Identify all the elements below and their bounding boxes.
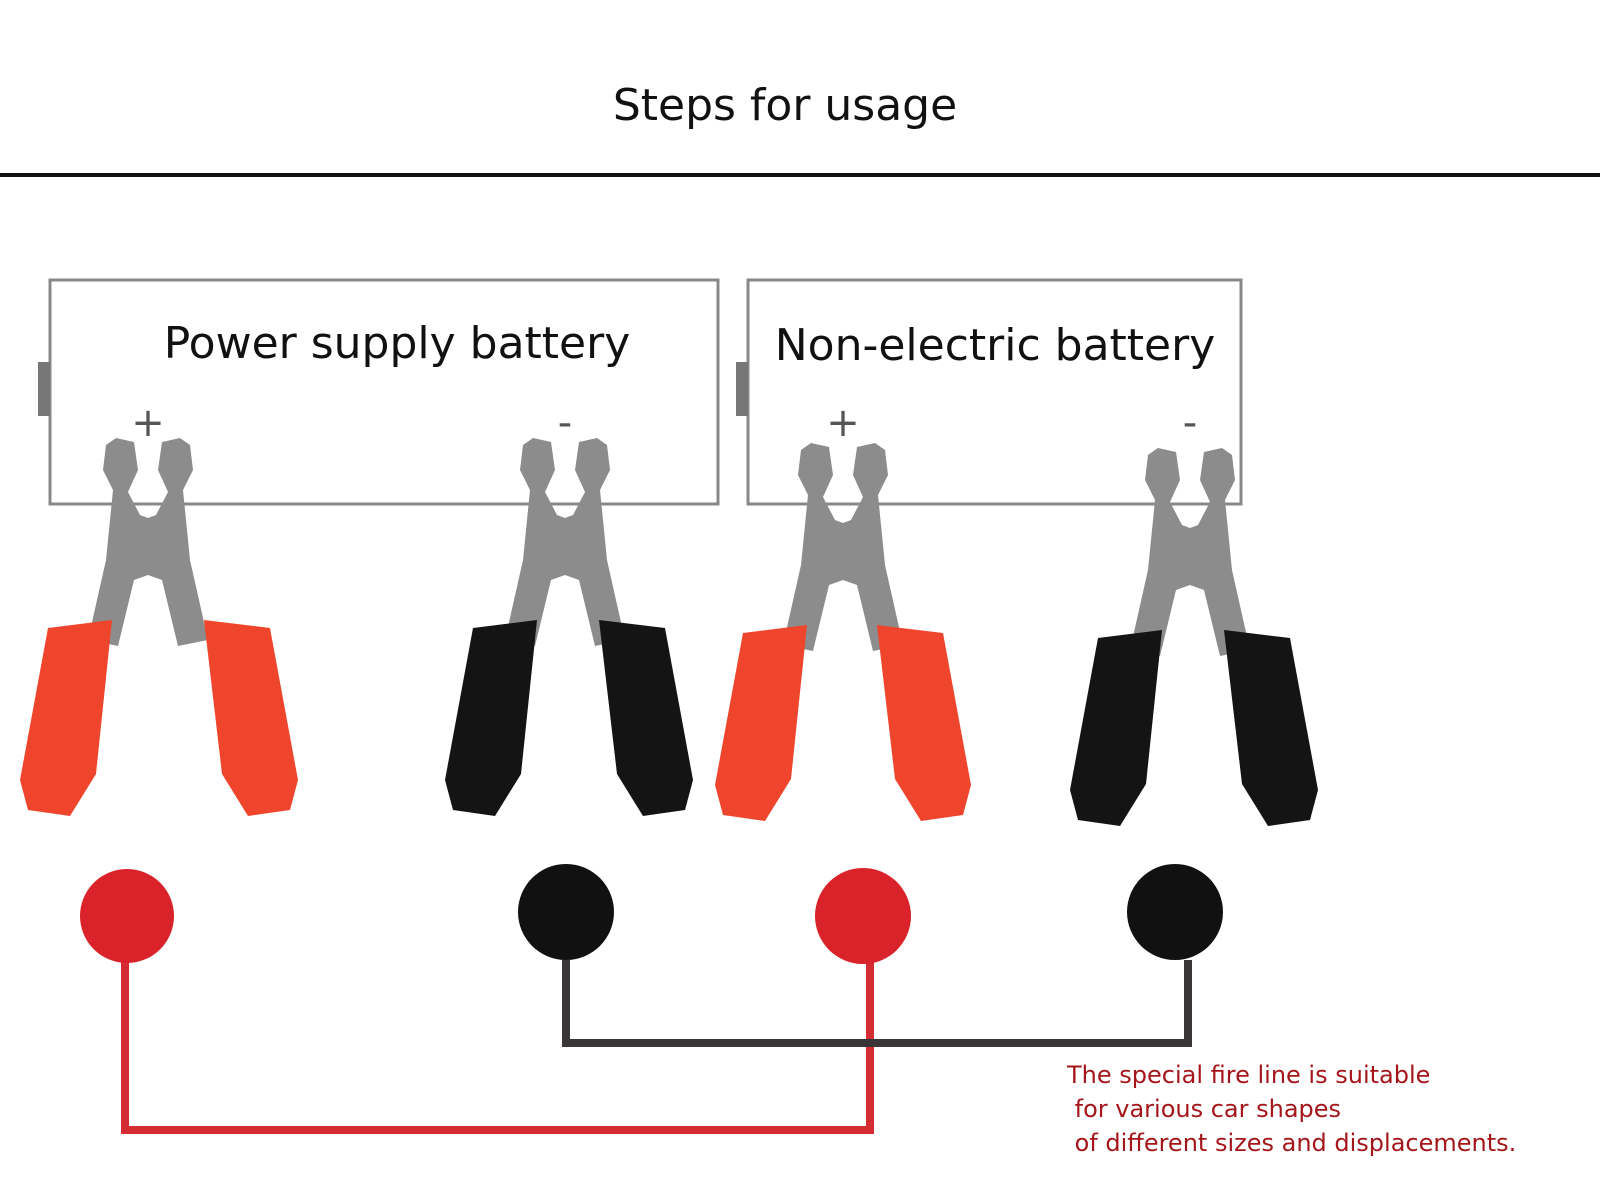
note-line-3: of different sizes and displacements.: [1067, 1129, 1517, 1157]
clamp-handle: [1070, 630, 1162, 826]
note-line-2: for various car shapes: [1067, 1095, 1342, 1123]
clamp-handle: [715, 625, 807, 821]
terminal-positive-non-electric: +: [826, 400, 860, 446]
clamp-handle: [20, 620, 112, 816]
clamp-handle: [877, 625, 971, 821]
connector-positive-1: [80, 869, 174, 963]
note-text: The special fire line is suitable for va…: [1067, 1058, 1516, 1160]
clamp-handle: [599, 620, 693, 816]
clamp-negative-power-supply: [445, 438, 693, 816]
terminal-positive-power-supply: +: [131, 400, 165, 446]
clamp-positive-non-electric: [715, 443, 971, 821]
connector-negative-2: [1127, 864, 1223, 960]
clamp-negative-non-electric: [1070, 448, 1318, 826]
battery-label-non-electric: Non-electric battery: [775, 320, 1216, 371]
clamp-handle: [204, 620, 298, 816]
battery-label-power-supply: Power supply battery: [164, 318, 631, 369]
clamp-handle: [1224, 630, 1318, 826]
wire-negative: [562, 960, 1192, 1047]
clamp-positive-power-supply: [20, 438, 298, 816]
connector-positive-2: [815, 868, 911, 964]
page-title: Steps for usage: [612, 80, 958, 131]
connector-negative-1: [518, 864, 614, 960]
terminal-negative-non-electric: -: [1183, 400, 1197, 446]
note-line-1: The special fire line is suitable: [1067, 1061, 1431, 1089]
title-divider: [0, 173, 1600, 177]
terminal-negative-power-supply: -: [558, 400, 572, 446]
clamp-handle: [445, 620, 537, 816]
battery-power-supply: [38, 278, 720, 506]
